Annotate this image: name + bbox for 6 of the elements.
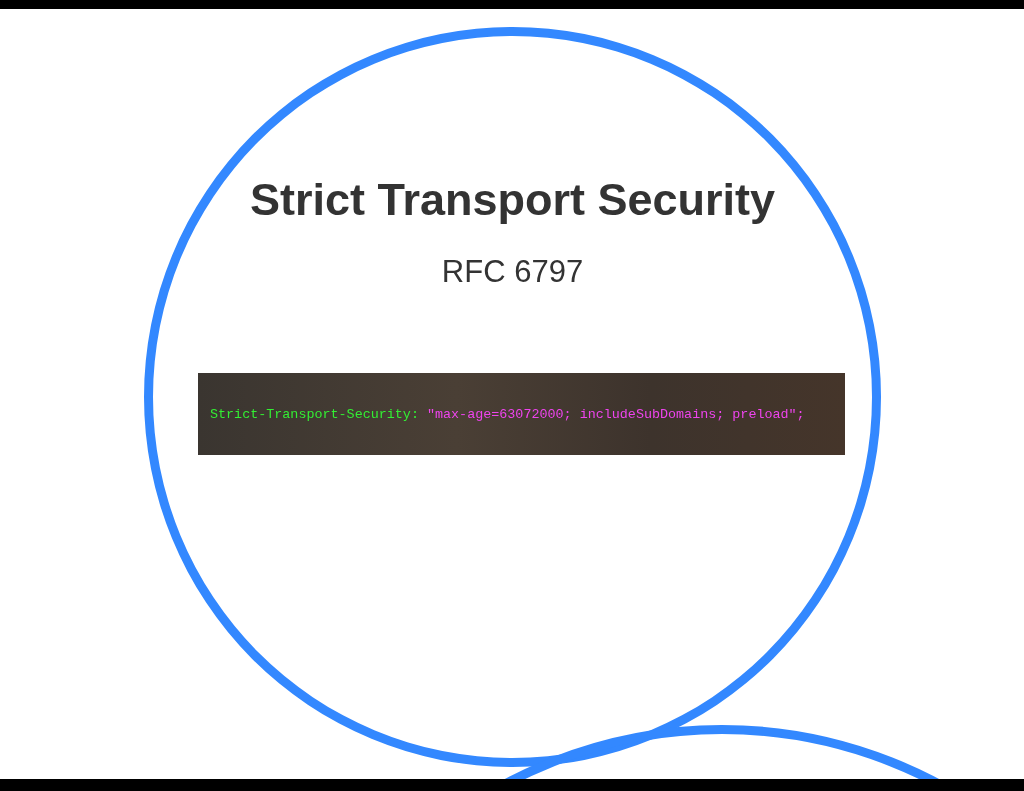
header-name: Strict-Transport-Security: (210, 406, 419, 422)
header-value: "max-age=63072000; includeSubDomains; preload"; (426, 406, 805, 422)
circle-outline (144, 27, 881, 767)
subtitle: RFC 6797 (441, 254, 584, 290)
code-block (198, 373, 845, 455)
slide-title: Strict Transport Security (249, 174, 776, 226)
